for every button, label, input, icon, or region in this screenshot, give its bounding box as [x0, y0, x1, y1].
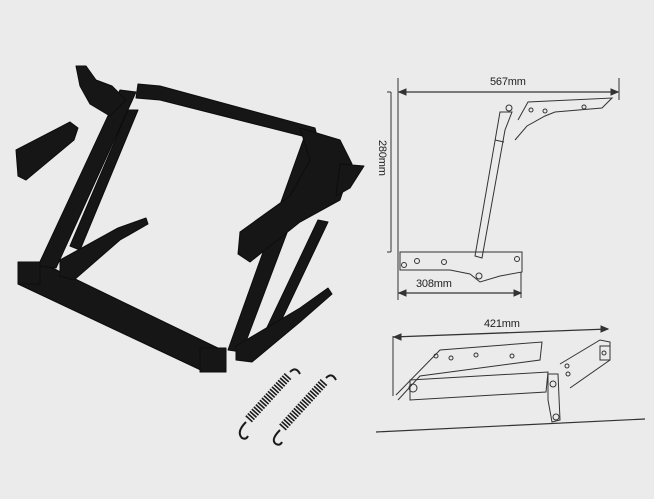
- height-open-label: 280mm: [376, 140, 388, 176]
- mechanism-frame: [15, 65, 365, 373]
- springs: [238, 368, 337, 446]
- base-open-label: 308mm: [416, 278, 452, 290]
- spring-2: [272, 374, 337, 446]
- width-closed-label: 421mm: [484, 318, 520, 330]
- diagram-closed: [375, 325, 646, 433]
- diagram-open: [387, 78, 620, 300]
- width-open-label: 567mm: [490, 76, 526, 88]
- spring-1: [238, 368, 301, 440]
